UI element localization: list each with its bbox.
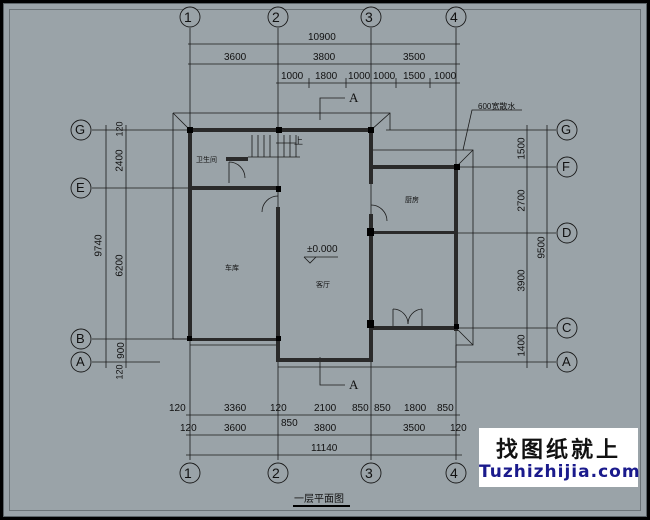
dim-bottom-bay-2: 3600 [224, 423, 247, 434]
axis-label-c-right: C [562, 320, 572, 335]
axis-label-a-left: A [76, 354, 85, 369]
dim-top-total: 10900 [308, 32, 336, 43]
dim-right-seg-3: 3900 [516, 269, 528, 292]
axis-label-g-left: G [75, 122, 86, 137]
dim-bottom-bay-5: 120 [450, 423, 467, 434]
axis-label-1-bottom: 1 [184, 465, 192, 481]
drawing-frame [3, 3, 647, 517]
dim-left-seg-5: 120 [114, 364, 125, 380]
room-kitchen: 厨房 [405, 197, 419, 204]
watermark-box: 找图纸就上 Tuzhizhijia.com [479, 428, 641, 487]
dim-top-detail-1: 1000 [281, 71, 304, 82]
dim-top-detail-2: 1800 [315, 71, 338, 82]
dim-bottom-detail-6: 850 [352, 403, 369, 414]
dim-bottom-detail-1: 120 [169, 403, 186, 414]
dim-top-detail-4: 1000 [373, 71, 396, 82]
dim-top-bay-1: 3600 [224, 52, 247, 63]
dim-left-total: 9740 [93, 234, 105, 257]
dim-right-total: 9500 [536, 236, 548, 259]
dim-bottom-detail-4: 850 [281, 418, 298, 429]
room-bathroom: 卫生间 [196, 157, 217, 164]
title-underline [293, 505, 350, 507]
axis-label-3-top: 3 [365, 9, 373, 25]
dim-top-bay-2: 3800 [313, 52, 336, 63]
axis-label-4-top: 4 [450, 9, 458, 25]
dim-top-bay-3: 3500 [403, 52, 426, 63]
dim-bottom-bay-1: 120 [180, 423, 197, 434]
dim-bottom-detail-9: 850 [437, 403, 454, 414]
dim-right-seg-2: 2700 [516, 189, 528, 212]
dim-right-seg-4: 1400 [516, 334, 528, 357]
axis-label-g-right: G [561, 122, 572, 137]
axis-label-d-right: D [562, 225, 572, 240]
axis-label-1-top: 1 [184, 9, 192, 25]
section-mark-bottom: A [349, 377, 359, 392]
dim-left-seg-4: 900 [115, 342, 127, 359]
axis-label-e-left: E [76, 180, 85, 195]
dim-bottom-total: 11140 [311, 443, 338, 454]
room-garage: 车库 [225, 265, 239, 272]
dim-bottom-bay-4: 3500 [403, 423, 426, 434]
drawing-title: 一层平面图 [294, 494, 344, 505]
axis-label-2-bottom: 2 [272, 465, 280, 481]
dim-left-seg-3: 6200 [114, 254, 126, 277]
room-living: 客厅 [316, 282, 330, 289]
dim-right-seg-1: 1500 [516, 137, 528, 160]
dim-top-detail-5: 1500 [403, 71, 426, 82]
axis-label-3-bottom: 3 [365, 465, 373, 481]
dim-left-seg-2: 2400 [114, 149, 126, 172]
dim-bottom-detail-5: 2100 [314, 403, 337, 414]
dim-bottom-detail-7: 850 [374, 403, 391, 414]
elevation-mark: ±0.000 [307, 244, 338, 255]
dim-left-seg-1: 120 [114, 121, 125, 137]
watermark-en: Tuzhizhijia.com [479, 462, 641, 482]
drawing-border [9, 9, 641, 511]
axis-label-b-left: B [76, 331, 85, 346]
dim-bottom-detail-8: 1800 [404, 403, 427, 414]
dim-top-detail-6: 1000 [434, 71, 457, 82]
axis-label-a-right: A [562, 354, 571, 369]
dim-bottom-detail-3: 120 [270, 403, 287, 414]
apron-note: 600宽散水 [478, 102, 516, 111]
stair-up-label: 上 [294, 136, 304, 146]
section-mark-top: A [349, 90, 359, 105]
axis-label-2-top: 2 [272, 9, 280, 25]
axis-label-f-right: F [562, 159, 570, 174]
dim-bottom-bay-3: 3800 [314, 423, 337, 434]
dim-bottom-detail-2: 3360 [224, 403, 247, 414]
watermark-cn: 找图纸就上 [495, 438, 621, 463]
dim-top-detail-3: 1000 [348, 71, 371, 82]
axis-label-4-bottom: 4 [450, 465, 458, 481]
